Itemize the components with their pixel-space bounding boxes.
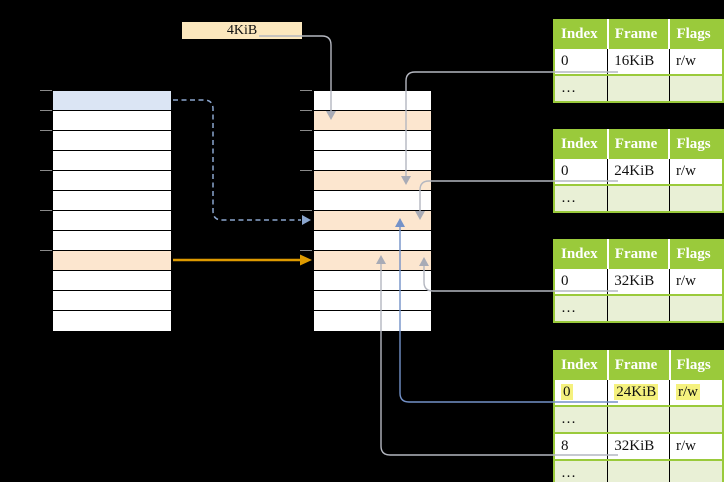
page-table-frame16-row1-frame — [607, 74, 670, 102]
page-table-frame32-row1-frame — [607, 294, 670, 322]
virtual-memory-column-row-11 — [53, 311, 171, 331]
physical-memory-column-row-3 — [314, 151, 431, 171]
physical-memory-column-row-7 — [314, 231, 431, 251]
page-table-frame16-row1-index: … — [554, 74, 609, 102]
middle-address-tick-0 — [300, 90, 312, 91]
virtual-memory-column-row-1 — [53, 111, 171, 131]
virtual-memory-column — [52, 90, 172, 332]
virtual-memory-column-row-6 — [53, 211, 171, 231]
arrow-virtualpage-to-frame-dashed — [173, 99, 311, 225]
page-table-frame32-header-index: Index — [554, 240, 609, 269]
page-table-frame24-row1-frame — [607, 184, 670, 212]
left-address-tick-3 — [40, 170, 52, 171]
left-address-tick-2 — [40, 130, 52, 131]
page-table-frame32-header-frame: Frame — [607, 240, 671, 269]
page-table-frame24-header-index: Index — [554, 130, 609, 159]
virtual-memory-column-row-9 — [53, 271, 171, 291]
virtual-memory-column-row-8 — [53, 251, 171, 271]
left-address-tick-1 — [40, 110, 52, 111]
physical-memory-column-row-2 — [314, 131, 431, 151]
middle-address-tick-3 — [300, 170, 312, 171]
page-table-frame24-header-flags: Flags — [669, 130, 723, 159]
level2-page-table-row0-frame: 24KiB — [607, 378, 671, 406]
highlighted-value: r/w — [676, 384, 701, 400]
level2-page-table-row1-index: … — [554, 405, 609, 433]
page-table-frame16-row0-flags: r/w — [669, 47, 723, 75]
virtual-memory-column-row-3 — [53, 151, 171, 171]
level2-page-table-row3-index: … — [554, 459, 609, 482]
level2-page-table-header-frame: Frame — [607, 351, 671, 380]
middle-address-tick-4 — [300, 210, 312, 211]
level2-page-table-row2-frame: 32KiB — [607, 432, 671, 460]
level2-page-table-row2-flags: r/w — [669, 432, 723, 460]
level2-page-table-row0-flags: r/w — [669, 378, 723, 406]
highlighted-value: 0 — [561, 384, 573, 400]
arrow-virtualpage8-to-frame-orange — [173, 254, 312, 266]
highlighted-value: 24KiB — [614, 384, 659, 400]
page-table-frame16-row0-frame: 16KiB — [607, 47, 670, 75]
page-table-frame24-row0-frame: 24KiB — [607, 157, 670, 185]
left-address-tick-5 — [40, 250, 52, 251]
page-table-frame16-header-index: Index — [554, 20, 609, 49]
physical-memory-column-row-9 — [314, 271, 431, 291]
page-table-frame32-row0-flags: r/w — [669, 267, 723, 295]
virtual-memory-column-row-4 — [53, 171, 171, 191]
physical-memory-column-row-11 — [314, 311, 431, 331]
page-table-frame24-row0-index: 0 — [554, 157, 609, 185]
page-table-frame32-row0-frame: 32KiB — [607, 267, 670, 295]
physical-memory-column-row-10 — [314, 291, 431, 311]
left-address-tick-4 — [40, 210, 52, 211]
virtual-memory-column-row-10 — [53, 291, 171, 311]
level2-page-table-header-flags: Flags — [669, 351, 723, 380]
physical-memory-column-row-4 — [314, 171, 431, 191]
level2-page-table-row1-frame — [607, 405, 671, 433]
physical-memory-column-row-8 — [314, 251, 431, 271]
virtual-memory-column-row-7 — [53, 231, 171, 251]
level2-page-table-header-index: Index — [554, 351, 609, 380]
physical-memory-column-row-1 — [314, 111, 431, 131]
page-table-frame32-row0-index: 0 — [554, 267, 609, 295]
page-table-frame32-row1-flags — [669, 294, 723, 322]
level2-page-table-row1-flags — [669, 405, 723, 433]
middle-address-tick-2 — [300, 130, 312, 131]
virtual-memory-column-row-0 — [53, 91, 171, 111]
virtual-memory-column-row-5 — [53, 191, 171, 211]
page-table-frame24-row1-flags — [669, 184, 723, 212]
page-table-frame16-row1-flags — [669, 74, 723, 102]
level2-page-table-row3-frame — [607, 459, 671, 482]
level2-page-table-row2-index: 8 — [554, 432, 609, 460]
physical-memory-column-row-6 — [314, 211, 431, 231]
level2-page-table-row3-flags — [669, 459, 723, 482]
page-table-frame24-row1-index: … — [554, 184, 609, 212]
virtual-memory-column-row-2 — [53, 131, 171, 151]
physical-memory-column-row-5 — [314, 191, 431, 211]
page-table-frame16-header-flags: Flags — [669, 20, 723, 49]
middle-address-tick-5 — [300, 250, 312, 251]
page-table-frame32-row1-index: … — [554, 294, 609, 322]
level2-page-table-row0-index: 0 — [554, 378, 609, 406]
physical-memory-column-row-0 — [314, 91, 431, 111]
physical-memory-column — [313, 90, 432, 332]
page-table-frame16-row0-index: 0 — [554, 47, 609, 75]
page-table-frame24-header-frame: Frame — [607, 130, 671, 159]
page-table-frame32-header-flags: Flags — [669, 240, 723, 269]
page-table-frame16-header-frame: Frame — [607, 20, 671, 49]
page-size-label: 4KiB — [182, 22, 302, 39]
left-address-tick-0 — [40, 90, 52, 91]
page-table-frame24-row0-flags: r/w — [669, 157, 723, 185]
middle-address-tick-1 — [300, 110, 312, 111]
